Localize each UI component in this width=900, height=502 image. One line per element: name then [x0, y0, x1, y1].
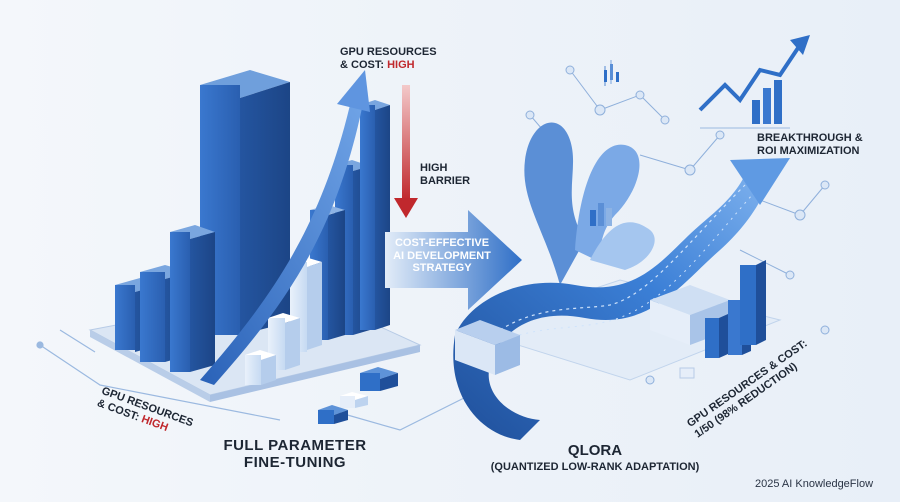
- strategy-line2: AI DEVELOPMENT: [393, 249, 491, 262]
- left-top-line2: & COST: HIGH: [340, 59, 437, 72]
- rising-arrow-left: [200, 70, 370, 385]
- right-title-line1: QLORA: [567, 442, 623, 459]
- small-cube-right: [679, 367, 695, 379]
- right-blocks: [455, 260, 766, 379]
- strategy-line1: COST-EFFECTIVE: [394, 237, 490, 249]
- right-top-label: BREAKTHROUGH & ROI MAXIMIZATION: [757, 132, 863, 157]
- bar-left-5: [360, 100, 390, 330]
- right-title: QLORA (QUANTIZED LOW-RANK ADAPTATION): [470, 442, 720, 474]
- bar-left-3: [170, 225, 215, 372]
- branch-shapes: [524, 122, 655, 285]
- mini-bar-icon: [590, 203, 612, 226]
- barrier-line2: BARRIER: [420, 174, 471, 187]
- strategy-line3: STRATEGY: [412, 262, 472, 275]
- left-top-emph: HIGH: [387, 58, 415, 71]
- qlora-ribbon: [453, 158, 790, 440]
- left-top-cost-label: GPU RESOURCES & COST: HIGH: [340, 46, 437, 71]
- light-bar-3: [245, 350, 276, 385]
- small-cube-3: [318, 405, 348, 424]
- strategy-arrow: [385, 210, 522, 310]
- tall-tower-bar: [200, 70, 290, 335]
- left-title-line1: FULL PARAMETER: [223, 437, 367, 454]
- left-title: FULL PARAMETER FINE-TUNING: [205, 437, 385, 472]
- strategy-label: COST-EFFECTIVE AI DEVELOPMENT STRATEGY: [387, 237, 497, 275]
- right-top-line1: BREAKTHROUGH &: [757, 132, 863, 144]
- watermark: 2025 AI KnowledgeFlow: [755, 478, 874, 490]
- block-right-1: [455, 320, 520, 375]
- growth-chart-top-right: [698, 35, 810, 129]
- small-cube-2: [340, 392, 368, 408]
- left-top-line1: GPU RESOURCES: [340, 46, 437, 58]
- candlestick-icon: [604, 60, 619, 86]
- left-title-line2: FINE-TUNING: [243, 454, 347, 472]
- left-top-prefix: & COST:: [340, 58, 388, 71]
- bar-right-1: [705, 314, 728, 358]
- high-barrier-label: HIGH BARRIER: [420, 162, 470, 187]
- bar-right-3: [740, 260, 766, 345]
- small-cube-1: [360, 367, 398, 391]
- red-down-arrow: [394, 85, 418, 218]
- right-top-line2: ROI MAXIMIZATION: [757, 144, 860, 157]
- right-title-line2: (QUANTIZED LOW-RANK ADAPTATION): [490, 461, 700, 474]
- barrier-line1: HIGH: [420, 162, 448, 174]
